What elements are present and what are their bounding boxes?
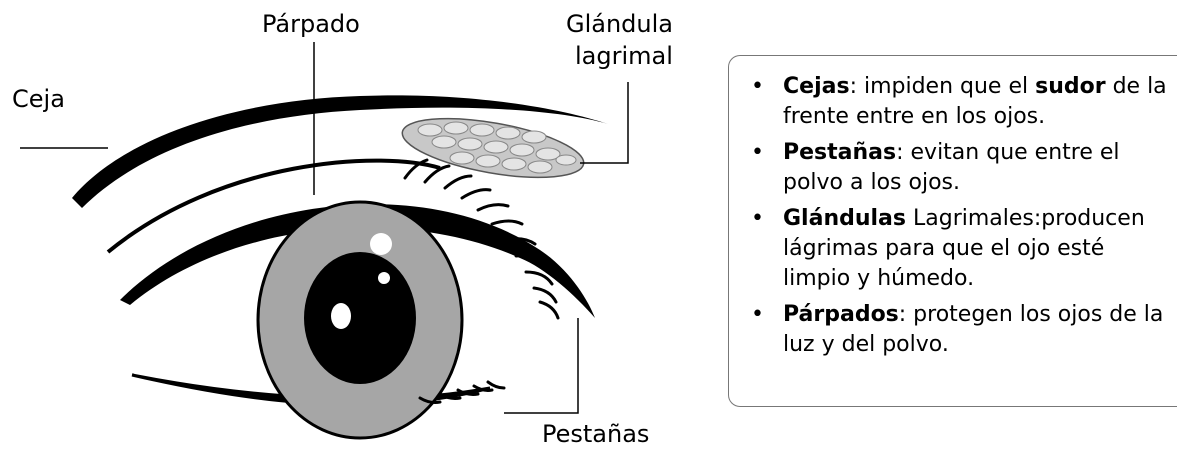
term-cejas: Cejas — [783, 74, 850, 99]
glandula-leader — [580, 82, 628, 163]
info-item-pestanas: • Pestañas: evitan que entre el polvo a … — [745, 138, 1175, 198]
info-item-parpados: • Párpados: protegen los ojos de la luz … — [745, 300, 1175, 360]
bullet-icon: • — [751, 204, 764, 234]
bullet-icon: • — [751, 72, 764, 102]
term-parpados: Párpados — [783, 302, 899, 327]
term-pestanas: Pestañas — [783, 140, 896, 165]
pestanas-leader — [504, 318, 578, 413]
label-glandula-line2: lagrimal — [575, 42, 673, 70]
term-lagrimales: Lagrimales — [906, 206, 1034, 231]
highlight-pupil — [331, 303, 351, 329]
highlight-small — [378, 272, 390, 284]
term-sudor: sudor — [1035, 74, 1105, 99]
label-pestanas: Pestañas — [542, 420, 649, 448]
highlight-large — [370, 233, 392, 255]
bullet-icon: • — [751, 300, 764, 330]
label-glandula-line1: Glándula — [566, 10, 673, 38]
info-list: • Cejas: impiden que el sudor de la fren… — [745, 72, 1175, 366]
label-parpado: Párpado — [262, 10, 360, 38]
term-glandulas: Glándulas — [783, 206, 906, 231]
info-item-cejas: • Cejas: impiden que el sudor de la fren… — [745, 72, 1175, 132]
lacrimal-gland — [398, 107, 588, 188]
pupil — [304, 252, 416, 384]
label-ceja: Ceja — [12, 85, 65, 113]
bullet-icon: • — [751, 138, 764, 168]
info-item-glandulas: • Glándulas Lagrimales:producen lágrimas… — [745, 204, 1175, 294]
info-text: : impiden que el — [850, 74, 1036, 99]
